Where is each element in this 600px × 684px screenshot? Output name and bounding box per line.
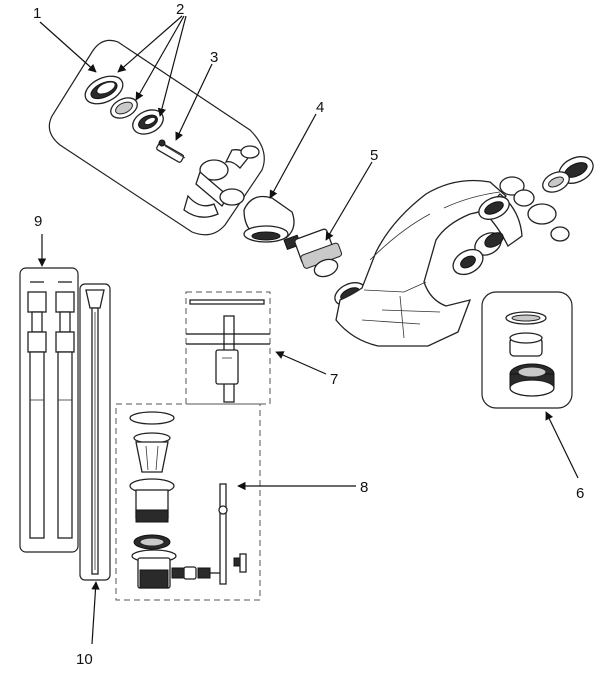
handle-cap-ring [84, 75, 124, 105]
callout-8: 8 [360, 479, 368, 496]
callout-labels: 1 2 3 4 5 6 7 8 9 10 [33, 1, 584, 668]
callout-5: 5 [370, 147, 378, 164]
fixing-stud-group [79, 283, 111, 581]
handle-screw [156, 139, 186, 163]
callout-4: 4 [316, 99, 324, 116]
callout-7: 7 [330, 371, 338, 388]
collar-nut [243, 195, 295, 243]
aerator-group [481, 291, 573, 409]
callout-10: 10 [76, 651, 93, 668]
lift-rod-group [185, 291, 271, 405]
tap-body [334, 156, 594, 347]
leader-lines [37, 15, 579, 645]
washer-rings [110, 97, 164, 135]
flexible-tails-group [19, 267, 79, 553]
valve-cartridge [283, 228, 343, 278]
callout-9: 9 [34, 213, 42, 230]
callout-2: 2 [176, 1, 184, 18]
callout-1: 1 [33, 5, 41, 22]
handle-parts-group [48, 39, 265, 236]
callout-3: 3 [210, 49, 218, 66]
cross-handle [183, 145, 260, 218]
callout-6: 6 [576, 485, 584, 502]
pop-up-waste-group [115, 403, 261, 601]
